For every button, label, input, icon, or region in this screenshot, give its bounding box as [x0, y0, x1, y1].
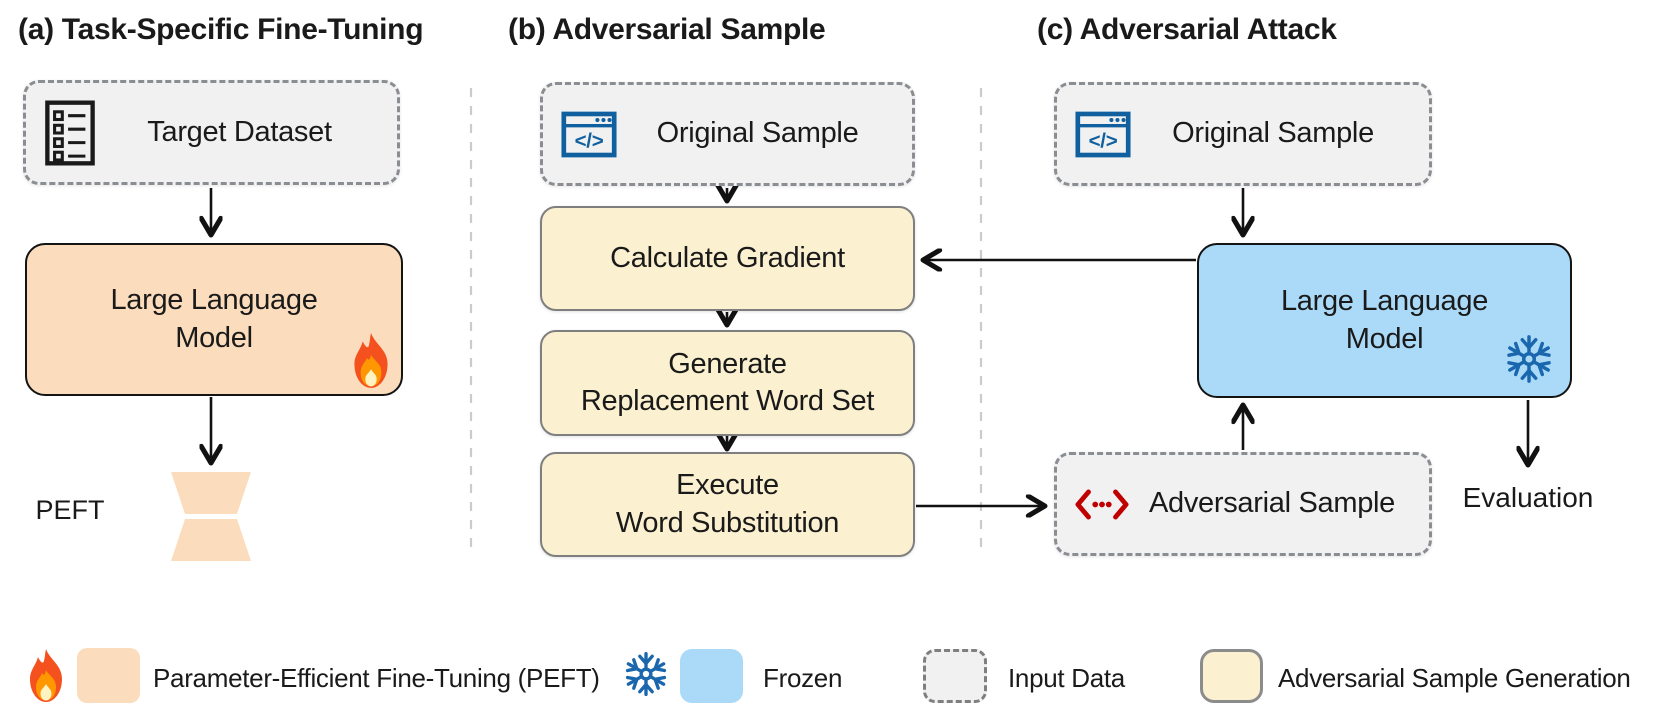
code-sample-icon: </>: [1075, 111, 1131, 158]
panel-b-title: (b) Adversarial Sample: [508, 13, 826, 46]
target-dataset-box: Target Dataset: [23, 80, 400, 185]
legend-label-input-data: Input Data: [1008, 663, 1125, 693]
adversarial-code-icon: [1075, 489, 1129, 520]
snowflake-icon: [623, 651, 669, 702]
snowflake-icon: [1503, 334, 1555, 394]
legend-swatch-input-data: [923, 649, 987, 703]
fire-icon: [349, 332, 393, 400]
svg-text:</>: </>: [1089, 129, 1118, 152]
legend-label-frozen: Frozen: [763, 663, 843, 693]
calculate-gradient-box: Calculate Gradient: [540, 206, 915, 311]
panel-c-title: (c) Adversarial Attack: [1037, 13, 1337, 46]
svg-text:</>: </>: [575, 129, 604, 152]
llm-frozen-box: Large Language Model: [1197, 243, 1572, 398]
fire-icon: [26, 648, 66, 709]
legend-swatch-frozen: [680, 649, 743, 703]
evaluation-label: Evaluation: [1462, 482, 1594, 513]
peft-shape-top: [171, 472, 251, 514]
original-sample-label-b: Original Sample: [656, 117, 859, 150]
calculate-gradient-label: Calculate Gradient: [610, 241, 845, 274]
original-sample-box-c: </> Original Sample: [1054, 82, 1432, 186]
peft-label: PEFT: [35, 495, 105, 525]
original-sample-label-c: Original Sample: [1172, 117, 1374, 150]
legend-swatch-peft: [77, 648, 140, 703]
generate-replacement-label: Generate Replacement Word Set: [580, 347, 875, 417]
legend-label-peft: Parameter-Efficient Fine-Tuning (PEFT): [153, 663, 600, 693]
generate-replacement-box: Generate Replacement Word Set: [540, 330, 915, 436]
adversarial-sample-box: Adversarial Sample: [1054, 452, 1432, 556]
peft-shape-bottom: [171, 519, 251, 561]
dataset-list-icon: [44, 99, 96, 167]
llm-finetune-label: Large Language Model: [110, 284, 318, 354]
execute-substitution-box: Execute Word Substitution: [540, 452, 915, 557]
execute-substitution-label: Execute Word Substitution: [615, 469, 840, 539]
adversarial-sample-label: Adversarial Sample: [1148, 487, 1396, 520]
target-dataset-label: Target Dataset: [147, 115, 332, 148]
legend-swatch-generation: [1200, 649, 1263, 703]
legend-label-generation: Adversarial Sample Generation: [1278, 663, 1631, 693]
llm-frozen-label: Large Language Model: [1280, 285, 1489, 355]
llm-finetune-box: Large Language Model: [25, 243, 403, 396]
code-sample-icon: </>: [561, 111, 617, 158]
original-sample-box-b: </> Original Sample: [540, 82, 915, 186]
panel-a-title: (a) Task-Specific Fine-Tuning: [18, 13, 424, 46]
